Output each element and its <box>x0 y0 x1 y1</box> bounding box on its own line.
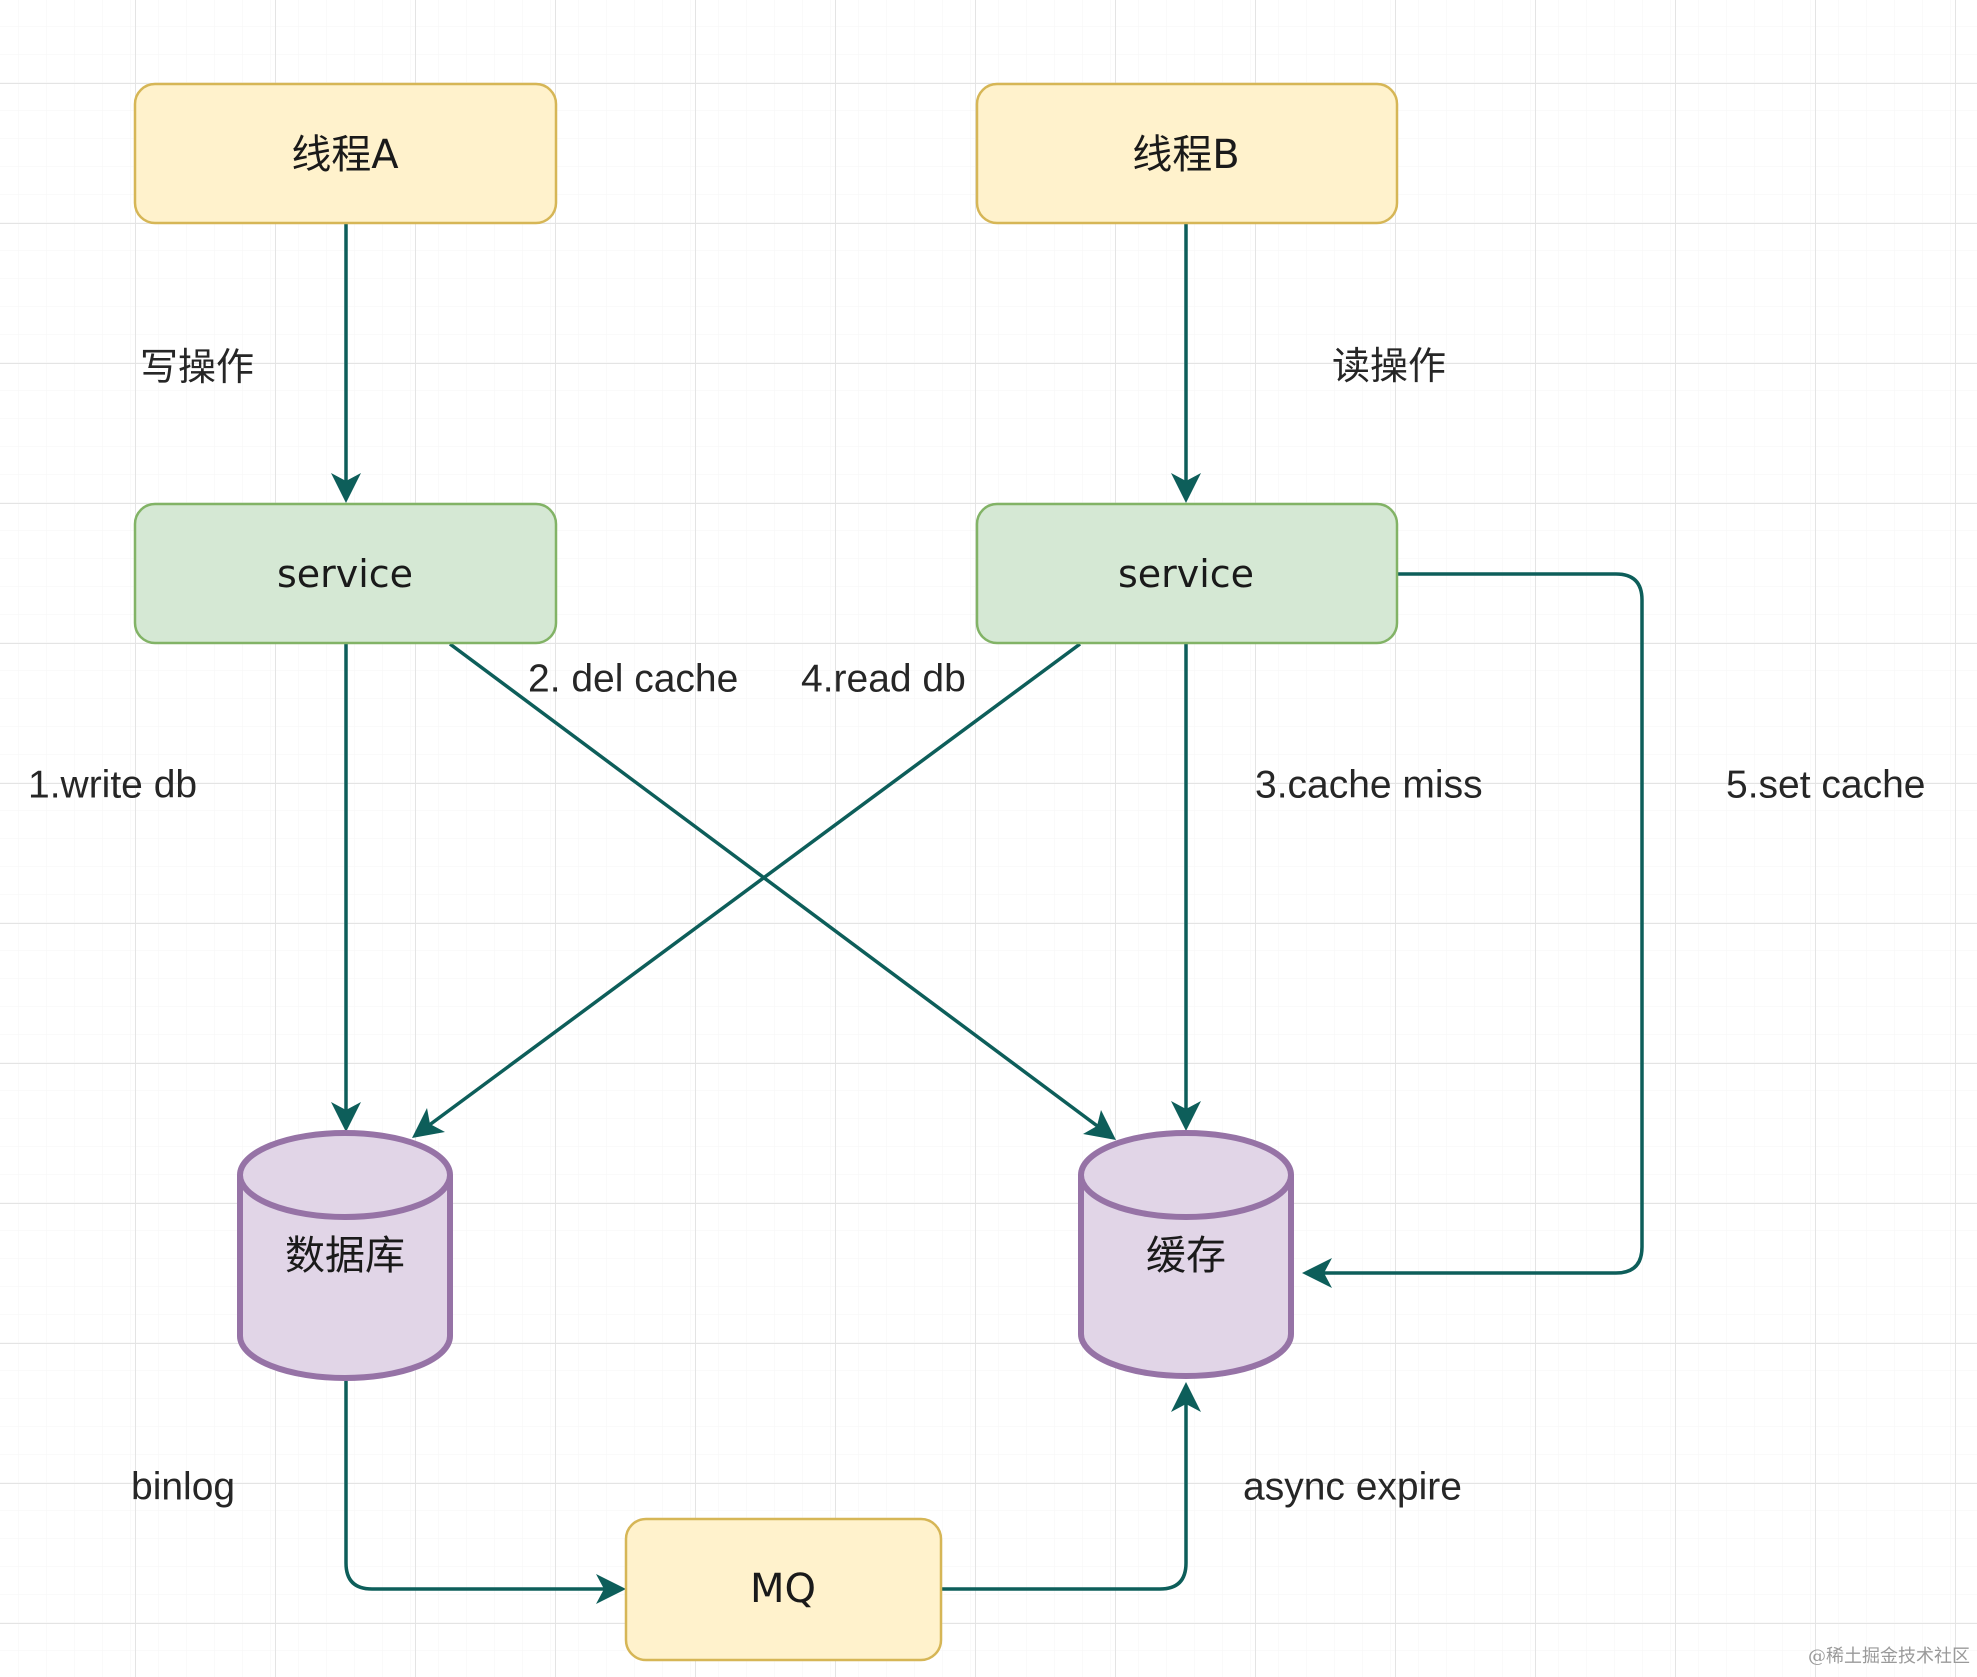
cache-cylinder-rim <box>1078 1174 1294 1220</box>
arrowhead-icon <box>1171 1101 1201 1131</box>
arrowhead-icon <box>1171 473 1201 503</box>
arrowhead-icon <box>1083 1110 1116 1140</box>
service-b-label: service <box>1118 552 1254 596</box>
label-cache-miss: 3.cache miss <box>1255 764 1483 807</box>
arrowhead-icon <box>1171 1382 1201 1412</box>
node-cache[interactable]: 缓存 <box>1078 1130 1294 1379</box>
label-read-op: 读操作 <box>1332 344 1446 388</box>
arrowhead-icon <box>412 1108 445 1138</box>
arrowhead-icon <box>1302 1258 1332 1288</box>
node-database[interactable]: 数据库 <box>237 1130 453 1381</box>
node-mq[interactable]: MQ <box>624 1517 943 1662</box>
arrowhead-icon <box>331 473 361 503</box>
label-del-cache: 2. del cache <box>528 658 738 701</box>
database-label: 数据库 <box>285 1233 405 1279</box>
edge-binlog[interactable] <box>344 1380 626 1604</box>
node-service-b[interactable]: service <box>975 502 1399 645</box>
node-thread-b[interactable]: 线程B <box>975 82 1399 225</box>
thread-b-label: 线程B <box>1132 132 1239 178</box>
edge-set-cache[interactable] <box>1302 572 1644 1288</box>
arrowhead-icon <box>331 1102 361 1132</box>
node-thread-a[interactable]: 线程A <box>133 82 558 225</box>
thread-a-label: 线程A <box>291 132 399 178</box>
edge-del-cache[interactable] <box>448 642 1116 1140</box>
edge-read-db[interactable] <box>412 642 1082 1138</box>
edge-async-expire[interactable] <box>941 1382 1201 1591</box>
label-write-db: 1.write db <box>28 764 197 807</box>
edge-write-db[interactable] <box>331 644 361 1132</box>
label-read-db: 4.read db <box>801 658 966 701</box>
cache-label: 缓存 <box>1146 1233 1226 1279</box>
edges <box>331 224 1644 1604</box>
database-cylinder-body <box>237 1130 453 1381</box>
arrowhead-icon <box>596 1574 626 1604</box>
edge-a-to-service[interactable] <box>331 224 361 503</box>
node-service-a[interactable]: service <box>133 502 558 645</box>
edge-cache-miss[interactable] <box>1171 644 1201 1131</box>
mq-label: MQ <box>750 1566 816 1612</box>
cache-cylinder-body <box>1078 1130 1294 1379</box>
label-set-cache: 5.set cache <box>1726 764 1925 807</box>
label-binlog: binlog <box>131 1466 235 1509</box>
edge-b-to-service[interactable] <box>1171 224 1201 503</box>
service-a-label: service <box>277 552 413 596</box>
database-cylinder-rim <box>237 1174 453 1220</box>
label-write-op: 写操作 <box>140 345 254 389</box>
label-async-expire: async expire <box>1243 1466 1462 1509</box>
watermark: @稀土掘金技术社区 <box>1808 1646 1970 1667</box>
